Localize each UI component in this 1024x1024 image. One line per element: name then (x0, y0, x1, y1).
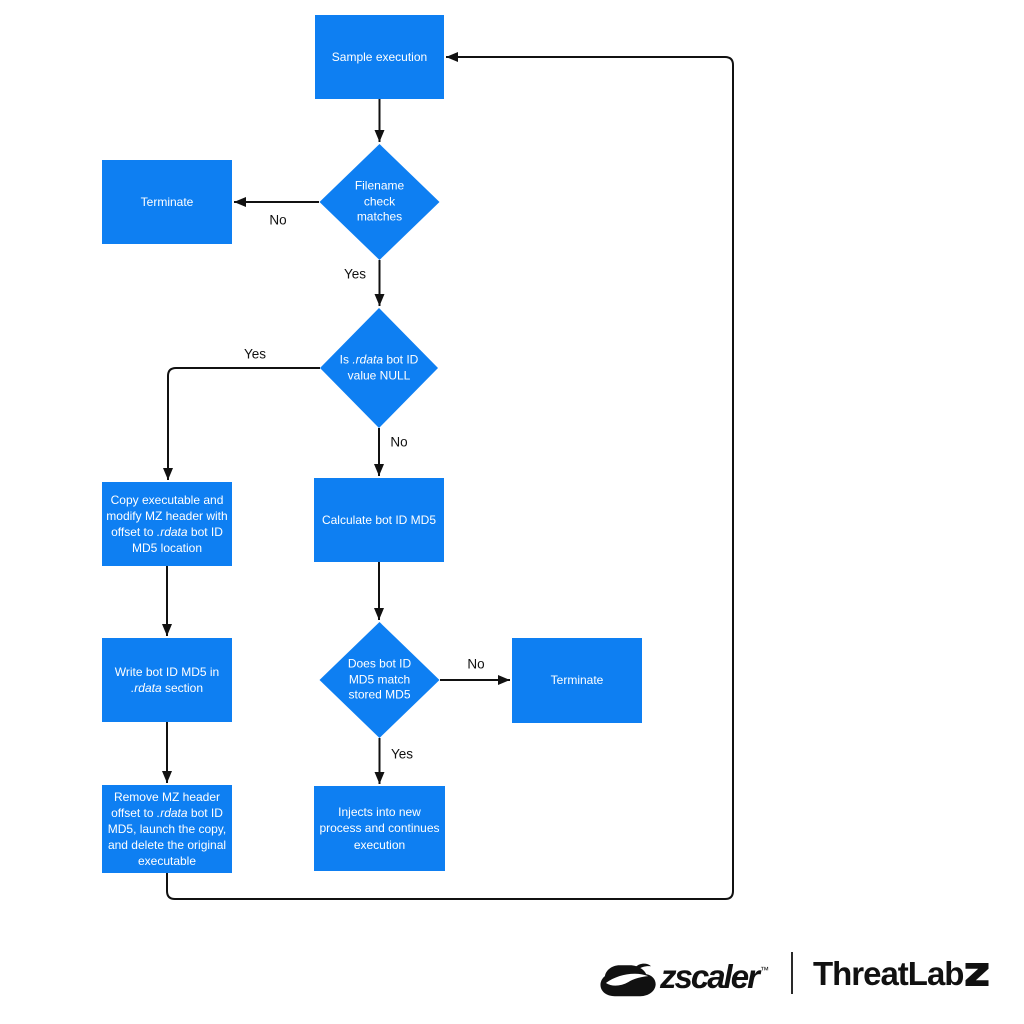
trademark-symbol: ™ (759, 965, 769, 975)
decision-rdata-null-shape (320, 308, 438, 428)
node-calculate-md5-label: Calculate bot ID MD5 (321, 512, 437, 527)
edge-label-filename-yes: Yes (343, 266, 367, 282)
node-copy-executable-label: Copy executable and modify MZ header wit… (106, 492, 228, 556)
zscaler-cloud-icon (600, 963, 656, 997)
edge-label-filename-no: No (269, 212, 287, 228)
decision-rdata-null-label: Is .rdata bot ID value NULL (339, 352, 419, 382)
node-terminate-right: Terminate (512, 638, 642, 723)
edges (162, 52, 734, 900)
threatlabz-wordmark: ThreatLab (812, 955, 965, 992)
node-terminate-left: Terminate (102, 160, 232, 244)
decision-shapes (319, 144, 440, 738)
brand-footer: zscaler ™ ThreatLab (600, 948, 989, 1002)
node-terminate-left-label: Terminate (140, 194, 194, 209)
node-sample-execution-label: Sample execution (331, 49, 428, 64)
threatlabz-logo: ThreatLab (813, 948, 990, 992)
node-injects-process-label: Injects into new process and continues e… (319, 805, 440, 852)
node-terminate-right-label: Terminate (550, 673, 604, 688)
logo-divider (790, 952, 793, 994)
node-calculate-md5: Calculate bot ID MD5 (314, 478, 444, 562)
node-injects-process: Injects into new process and continues e… (314, 786, 445, 871)
node-write-md5: Write bot ID MD5 in .rdata section (102, 638, 232, 722)
decision-filename-check-shape (319, 144, 440, 260)
edge-label-md5-yes: Yes (390, 746, 414, 762)
decision-md5-match-label: Does bot ID MD5 match stored MD5 (347, 656, 412, 702)
zscaler-wordmark: zscaler (660, 958, 760, 995)
decision-filename-check-label: Filename check matches (354, 178, 405, 224)
node-remove-header-label: Remove MZ header offset to .rdata bot ID… (107, 789, 227, 869)
edge-label-rdata-yes: Yes (243, 346, 267, 362)
edge-label-md5-no: No (467, 656, 485, 672)
edge-label-rdata-no: No (390, 434, 408, 450)
node-remove-header: Remove MZ header offset to .rdata bot ID… (102, 785, 232, 873)
edge-loop-back-to-sample (166, 52, 734, 900)
node-sample-execution: Sample execution (315, 15, 444, 99)
edge-rdata-yes-copy (163, 367, 320, 480)
node-write-md5-label: Write bot ID MD5 in .rdata section (114, 664, 220, 695)
threatlabz-stylized-z-icon (965, 963, 989, 986)
node-copy-executable: Copy executable and modify MZ header wit… (102, 482, 232, 566)
decision-md5-match-shape (319, 622, 440, 738)
